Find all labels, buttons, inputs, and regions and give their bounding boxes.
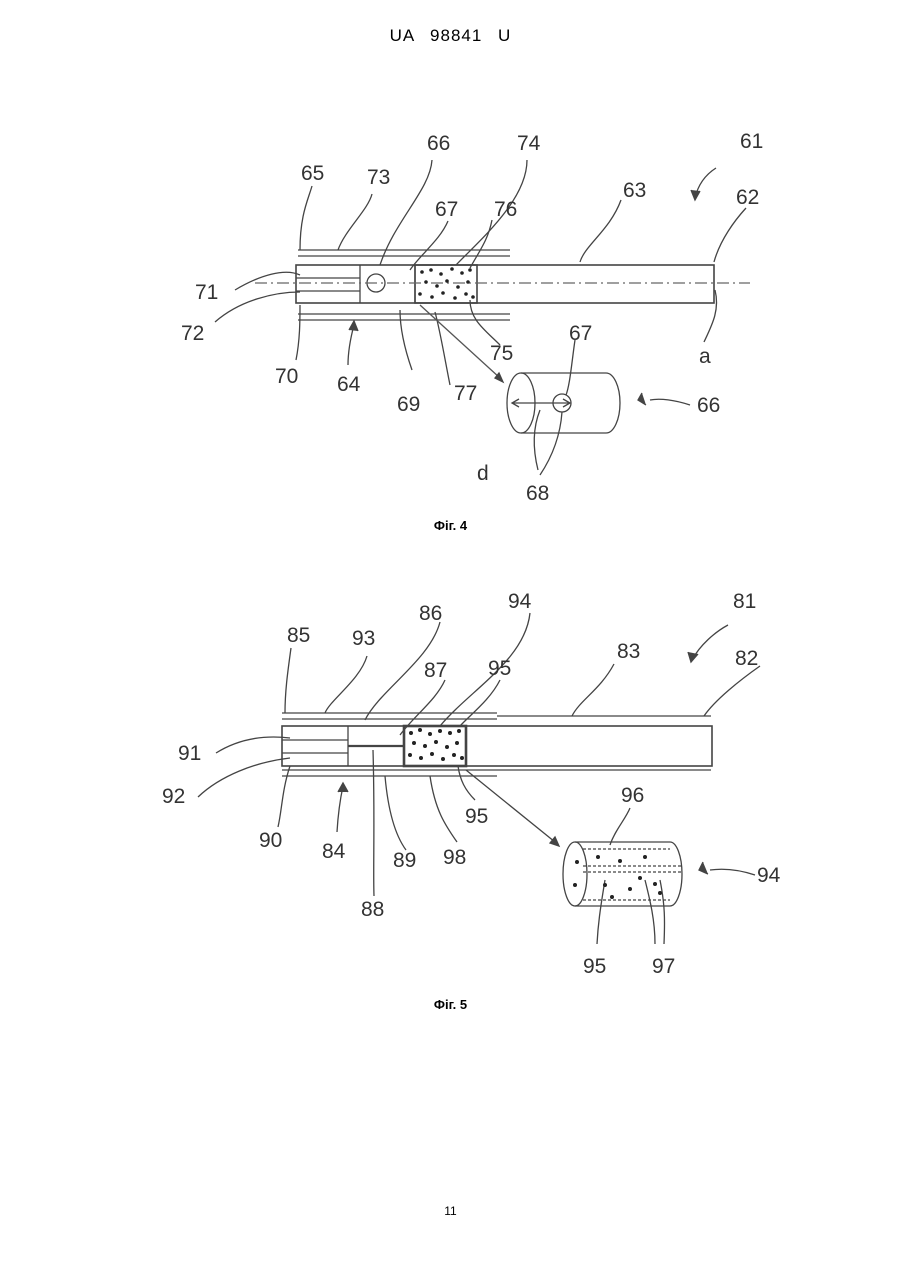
label-92: 92 [162,785,185,808]
label-76: 76 [494,198,517,221]
label-73: 73 [367,166,390,189]
label-75: 75 [490,342,513,365]
label-84: 84 [322,840,346,863]
figure-4-drawing: 61 62 63 64 65 66 66 67 67 68 69 70 71 7… [0,120,901,540]
label-68: 68 [526,482,549,505]
label-98: 98 [443,846,466,869]
label-82: 82 [735,647,758,670]
label-72: 72 [181,322,204,345]
label-69: 69 [397,393,420,416]
label-90: 90 [259,829,282,852]
label-91: 91 [178,742,201,765]
label-87: 87 [424,659,447,682]
patent-number-header: UA 98841 U [0,26,901,46]
label-95-bottom: 95 [465,805,488,828]
figure-5-drawing: 81 82 83 84 85 86 87 88 89 90 91 92 93 9… [0,580,901,1000]
label-94: 94 [508,590,532,613]
label-85: 85 [287,624,310,647]
label-65: 65 [301,162,324,185]
label-93: 93 [352,627,375,650]
label-d: d [477,462,489,485]
label-81: 81 [733,590,756,613]
label-62: 62 [736,186,759,209]
label-74: 74 [517,132,541,155]
page-number: 11 [0,1204,901,1218]
label-97: 97 [652,955,675,978]
label-64: 64 [337,373,361,396]
label-67: 67 [435,198,458,221]
label-95-detail: 95 [583,955,606,978]
label-95-top: 95 [488,657,511,680]
label-61: 61 [740,130,763,153]
label-70: 70 [275,365,298,388]
label-89: 89 [393,849,416,872]
label-67-detail: 67 [569,322,592,345]
figure-4-caption: Фіг. 4 [0,518,901,533]
label-94-detail: 94 [757,864,781,887]
label-96: 96 [621,784,644,807]
label-83: 83 [617,640,640,663]
label-63: 63 [623,179,646,202]
label-71: 71 [195,281,218,304]
label-77: 77 [454,382,477,405]
label-a: a [699,345,711,368]
label-88: 88 [361,898,384,921]
label-66: 66 [427,132,450,155]
label-86: 86 [419,602,442,625]
label-66-detail: 66 [697,394,720,417]
figure-5-caption: Фіг. 5 [0,997,901,1012]
